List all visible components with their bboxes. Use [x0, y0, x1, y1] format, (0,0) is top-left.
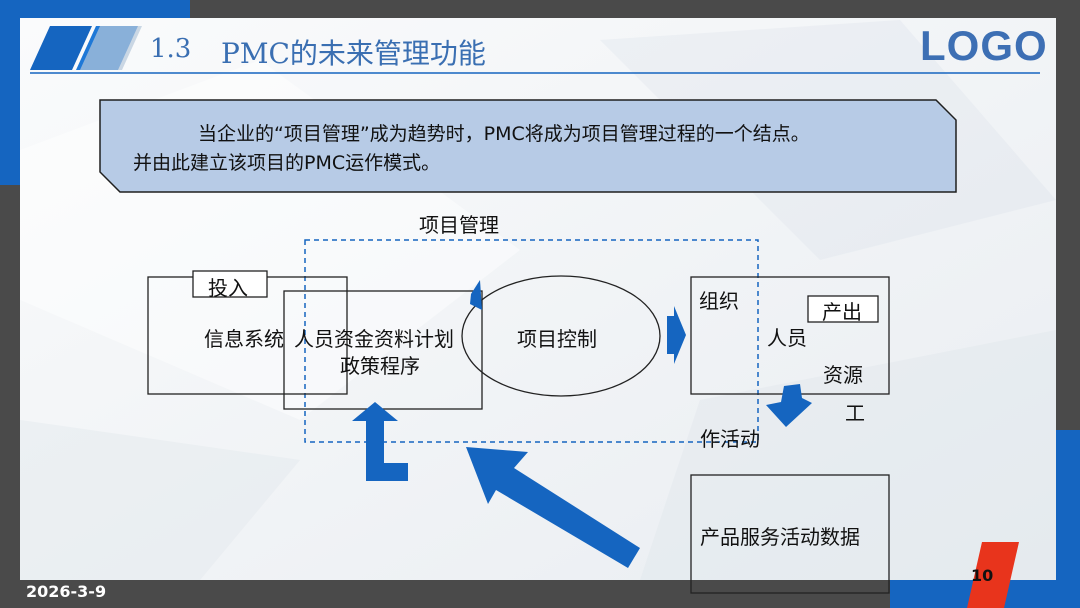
header-stripe: [80, 26, 142, 70]
header-stripe: [30, 26, 92, 70]
accent-bar-left: [0, 0, 20, 185]
input-text-left: 信息系统: [204, 327, 284, 351]
flow-arrow-into-control: [470, 280, 482, 310]
output-work: 工: [845, 401, 865, 425]
bg-facet: [20, 420, 300, 580]
output-label-box: [807, 295, 879, 323]
work-activity: 作活动: [700, 427, 760, 451]
input-text-right-line-1: 人员资金资料计划: [294, 327, 454, 351]
page-title: PMC的未来管理功能: [221, 37, 486, 70]
data-box: [690, 474, 890, 594]
page-number: 10: [971, 566, 994, 585]
feedback-arrow-l-shape: [352, 402, 408, 481]
flow-arrow-output-down: [766, 384, 812, 427]
input-text-right-line-2: 政策程序: [340, 354, 420, 378]
page-number-badge: [967, 542, 1019, 608]
input-label-box: [192, 270, 268, 298]
logo: LOGO: [920, 22, 1048, 69]
control-label: 项目控制: [517, 327, 597, 351]
project-management-label: 项目管理: [419, 213, 499, 237]
callout-line-1: 当企业的“项目管理”成为趋势时，PMC将成为项目管理过程的一个结点。: [198, 123, 810, 145]
data-box-label: 产品服务活动数据: [700, 525, 860, 549]
feedback-arrow-diagonal: [466, 447, 640, 568]
accent-bar-top: [0, 0, 190, 18]
accent-bar-right: [1056, 430, 1080, 608]
project-management-boundary: [304, 239, 759, 443]
output-org: 组织: [699, 289, 739, 313]
bg-facet: [640, 330, 1056, 580]
control-ellipse: [461, 275, 661, 397]
output-label: 产出: [822, 300, 862, 324]
output-people: 人员: [767, 326, 807, 350]
footer-date: 2026-3-9: [26, 582, 107, 601]
section-number: 1.3: [150, 34, 192, 64]
input-label: 投入: [208, 276, 248, 300]
flow-arrow-control-to-output: [667, 306, 686, 364]
output-resources: 资源: [823, 363, 863, 387]
callout-line-2: 并由此建立该项目的PMC运作模式。: [133, 152, 441, 174]
callout-box: [99, 99, 957, 193]
